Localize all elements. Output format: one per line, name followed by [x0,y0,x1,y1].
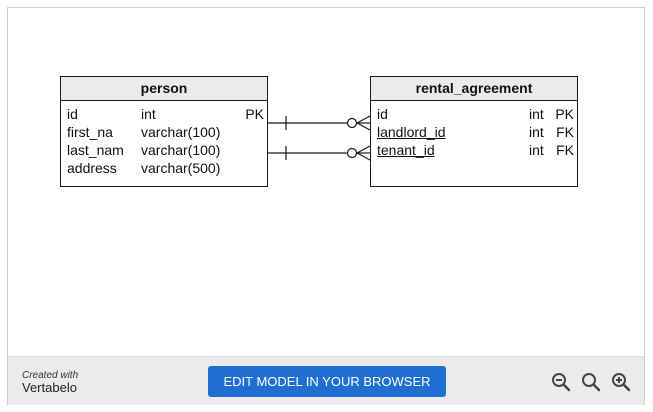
column-row: id int PK [371,105,577,123]
relationship-tenant [268,145,371,161]
column-key: PK [245,106,264,122]
zoom-reset-icon[interactable] [580,371,604,393]
column-row: first_na varchar(100) [61,123,267,141]
column-name: id [67,106,78,122]
column-row: last_nam varchar(100) [61,141,267,159]
column-type: int [529,124,544,140]
column-key: FK [556,124,574,140]
column-name: first_na [67,124,113,140]
column-type: int [529,142,544,158]
column-type: int [529,106,544,122]
column-type: varchar(500) [141,160,221,176]
relationship-landlord [268,115,371,131]
diagram-canvas: person id int PK first_na varchar(100) l… [8,8,646,356]
created-with-label: Created with [22,370,79,381]
column-type: int [141,106,156,122]
brand-logo[interactable]: Vertabelo [22,380,77,395]
column-key: FK [556,142,574,158]
diagram-frame: person id int PK first_na varchar(100) l… [7,7,645,405]
column-list: id int PK first_na varchar(100) last_nam… [61,101,267,177]
column-name: tenant_id [377,142,435,158]
column-name: id [377,106,388,122]
footer-bar: Created with Vertabelo EDIT MODEL IN YOU… [8,356,644,405]
edit-model-button[interactable]: EDIT MODEL IN YOUR BROWSER [208,366,446,397]
column-row: id int PK [61,105,267,123]
table-title: rental_agreement [371,77,577,101]
table-person[interactable]: person id int PK first_na varchar(100) l… [60,76,268,187]
column-name: address [67,160,117,176]
table-title: person [61,77,267,101]
column-name: last_nam [67,142,124,158]
column-row: tenant_id int FK [371,141,577,159]
table-rental-agreement[interactable]: rental_agreement id int PK landlord_id i… [370,76,578,187]
column-name: landlord_id [377,124,446,140]
zoom-in-icon[interactable] [610,371,634,393]
column-type: varchar(100) [141,124,221,140]
column-row: address varchar(500) [61,159,267,177]
relationship-lines [268,115,371,161]
zoom-out-icon[interactable] [550,371,574,393]
column-list: id int PK landlord_id int FK tenant_id i… [371,101,577,159]
column-type: varchar(100) [141,142,221,158]
column-row: landlord_id int FK [371,123,577,141]
column-key: PK [555,106,574,122]
